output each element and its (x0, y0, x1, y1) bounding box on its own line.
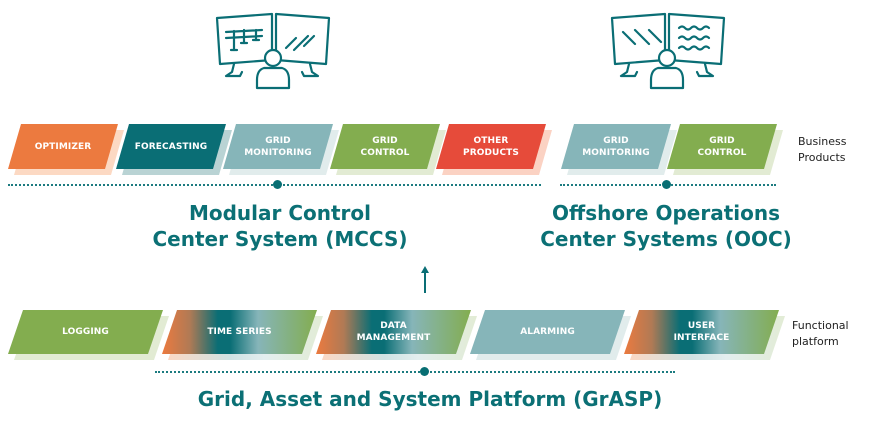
tile-label: DATA MANAGEMENT (356, 321, 431, 343)
product-tile-other-products: OTHER PRODUCTS (436, 124, 552, 175)
tile-face (561, 124, 671, 169)
tile-face (8, 310, 163, 354)
tile-label: OTHER PRODUCTS (463, 135, 519, 158)
business-products-label: Business Products (798, 135, 847, 164)
module-tile-user-interface: USER INTERFACE (624, 310, 785, 360)
arrow-up-icon (421, 266, 429, 293)
tile-face (8, 124, 118, 169)
grasp-dotted-connector (155, 371, 675, 373)
tile-face (436, 124, 546, 169)
tile-label: LOGGING (62, 327, 109, 337)
module-tile-logging: LOGGING (8, 310, 169, 360)
tile-face (624, 310, 779, 354)
tile-label: TIME SERIES (207, 327, 272, 337)
ooc-connector-node (662, 180, 671, 189)
grasp-connector-node (420, 367, 429, 376)
tile-label: USER INTERFACE (673, 321, 730, 343)
tile-face (116, 124, 226, 169)
tile-label: GRID MONITORING (582, 135, 650, 158)
product-tile-optimizer: OPTIMIZER (8, 124, 124, 175)
module-tile-data-management: DATA MANAGEMENT (316, 310, 477, 360)
product-tile-grid-monitoring: GRID MONITORING (223, 124, 339, 175)
product-tile-grid-control: GRID CONTROL (330, 124, 446, 175)
operator-with-two-monitors-grid-icon (215, 12, 331, 90)
tile-face (667, 124, 777, 169)
ooc-product-tile-grid-control: GRID CONTROL (667, 124, 783, 175)
mccs-connector-node (273, 180, 282, 189)
operator-with-two-monitors-waves-icon (610, 12, 726, 90)
ooc-title: Offshore Operations Center Systems (OOC) (540, 201, 792, 251)
tile-face (162, 310, 317, 354)
tile-label: GRID MONITORING (244, 135, 312, 158)
tile-face (330, 124, 440, 169)
tile-label: GRID CONTROL (360, 135, 410, 158)
tile-label: OPTIMIZER (34, 141, 92, 152)
product-tile-forecasting: FORECASTING (116, 124, 232, 175)
tile-face (470, 310, 625, 354)
tile-face (316, 310, 471, 354)
tile-face (223, 124, 333, 169)
grasp-title: Grid, Asset and System Platform (GrASP) (197, 387, 663, 411)
ooc-product-tile-grid-monitoring: GRID MONITORING (561, 124, 677, 175)
module-tile-time-series: TIME SERIES (162, 310, 323, 360)
tile-label: ALARMING (520, 327, 575, 337)
module-tile-alarming: ALARMING (470, 310, 631, 360)
tile-label: GRID CONTROL (697, 135, 747, 158)
functional-platform-label: Functional platform (792, 319, 849, 348)
tile-label: FORECASTING (134, 141, 208, 152)
mccs-title: Modular Control Center System (MCCS) (152, 201, 408, 251)
